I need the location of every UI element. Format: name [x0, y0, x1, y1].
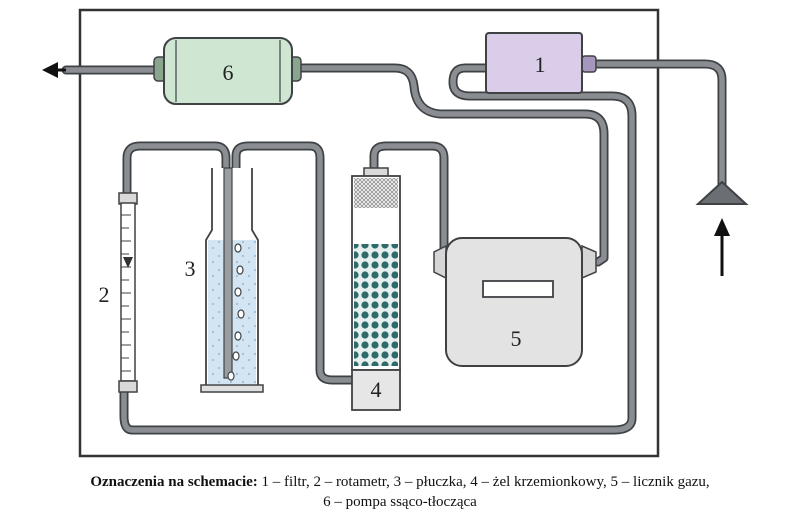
inlet-funnel: [695, 180, 749, 205]
legend-caption: Oznaczenia na schemacie: 1 – filtr, 2 – …: [0, 472, 800, 512]
pump: 6: [153, 37, 302, 105]
silica-gel-column: 4: [351, 167, 401, 411]
scrubber: 3: [185, 167, 264, 393]
filter: 1: [485, 32, 597, 94]
silica-gel-label: 4: [371, 377, 382, 402]
scrubber-label: 3: [185, 256, 196, 281]
rotameter: 2: [99, 192, 138, 393]
pump-label: 6: [223, 60, 234, 85]
outlet-arrow-icon: [42, 62, 66, 78]
legend-line-1: Oznaczenia na schemacie: 1 – filtr, 2 – …: [0, 472, 800, 492]
legend-heading: Oznaczenia na schemacie:: [90, 474, 258, 490]
apparatus-diagram: 6 1 2: [42, 8, 749, 458]
inlet-arrow-icon: [714, 218, 730, 276]
legend-line-2: 6 – pompa ssąco-tłocząca: [323, 494, 477, 510]
gas-meter: 5: [433, 237, 597, 367]
filter-label: 1: [535, 52, 546, 77]
legend-items-1: 1 – filtr, 2 – rotametr, 3 – płuczka, 4 …: [261, 474, 710, 490]
rotameter-label: 2: [99, 282, 110, 307]
gas-meter-label: 5: [511, 326, 522, 351]
tubing: [61, 59, 727, 435]
